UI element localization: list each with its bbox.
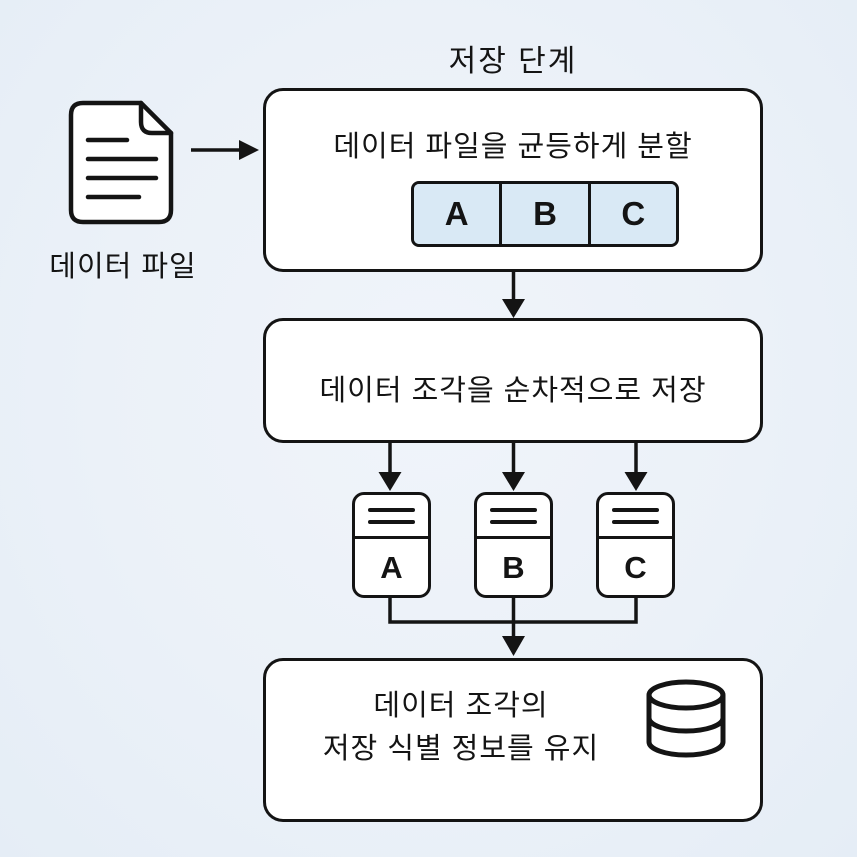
file-segments: A B C [411,181,679,247]
diagram-title: 저장 단계 [448,45,578,78]
server-c-label: C [624,550,647,585]
arrow-servers-to-maintain-icon [388,597,638,656]
document-label: 데이터 파일 [49,251,197,283]
server-b: B [474,492,553,598]
server-c: C [596,492,675,598]
arrow-file-to-split-icon [191,140,259,160]
database-icon [644,679,728,764]
step-split-box: 데이터 파일을 균등하게 분할 A B C [263,88,763,272]
step-store-text: 데이터 조각을 순차적으로 저장 [319,375,707,407]
arrow-store-to-server-a-icon [378,442,402,491]
segment-c: C [587,184,676,244]
server-rack-icon [477,495,550,539]
arrow-store-to-server-c-icon [624,442,648,491]
step-store-box: 데이터 조각을 순차적으로 저장 [263,318,763,443]
server-a: A [352,492,431,598]
step-maintain-text: 데이터 조각의 저장 식별 정보를 유지 [296,685,626,771]
server-rack-icon [599,495,672,539]
server-rack-icon [355,495,428,539]
segment-b: B [499,184,588,244]
segment-a: A [414,184,500,244]
step-maintain-line2: 저장 식별 정보를 유지 [322,733,600,765]
step-split-text: 데이터 파일을 균등하게 분할 [333,131,693,163]
arrow-store-to-server-b-icon [502,442,525,491]
step-maintain-box: 데이터 조각의 저장 식별 정보를 유지 [263,658,763,822]
document-icon [66,99,178,232]
server-a-label: A [380,550,403,585]
arrow-split-to-store-icon [502,271,525,318]
server-b-label: B [502,550,525,585]
step-maintain-line1: 데이터 조각의 [373,690,549,722]
